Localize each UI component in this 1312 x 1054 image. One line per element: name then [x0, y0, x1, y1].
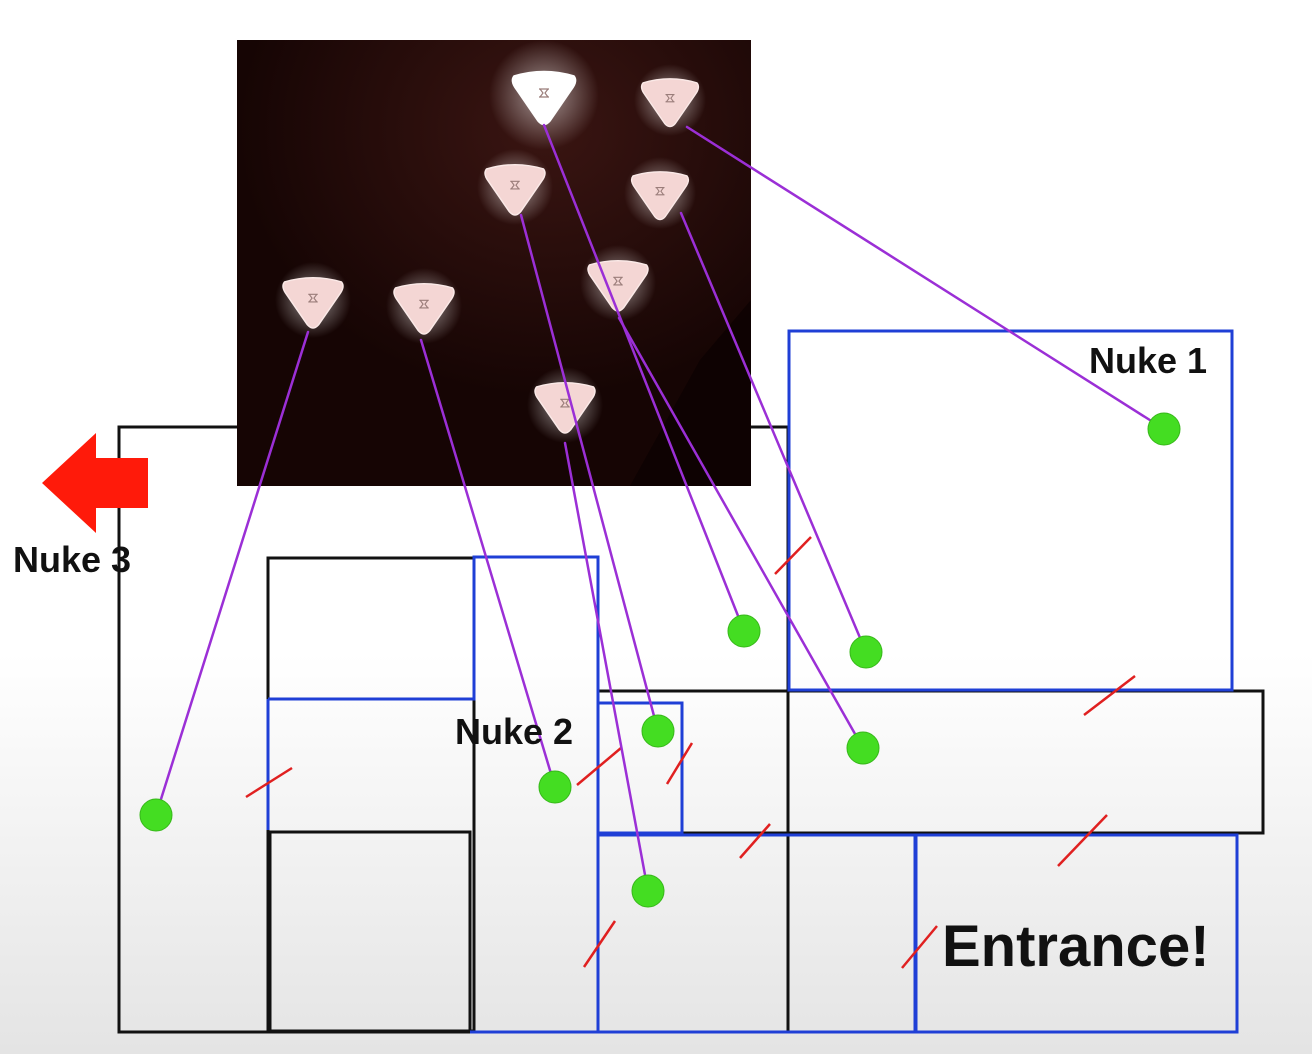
red-arrow-left-icon	[42, 433, 148, 533]
door-slash-icon	[576, 747, 622, 786]
door-slash-icon	[739, 823, 771, 859]
connector-line	[685, 125, 1166, 431]
green-dot-icon	[1147, 412, 1181, 446]
triangle-lamp-icon	[527, 367, 603, 443]
triangle-lamp-icon	[489, 40, 599, 150]
green-dot-icon	[846, 731, 880, 765]
triangle-lamp-icon	[634, 64, 706, 136]
nuke3-label: Nuke 3	[13, 539, 131, 580]
lower-left-room	[268, 830, 472, 1033]
blue-walls	[266, 329, 1239, 1034]
connector-line	[519, 213, 660, 733]
green-dot-icon	[631, 874, 665, 908]
triangle-lamp-icon	[477, 149, 553, 225]
green-dot-icon	[727, 614, 761, 648]
triangle-lamp-icon	[624, 157, 696, 229]
connector-line	[563, 441, 650, 893]
green-dot-icon	[849, 635, 883, 669]
nuke1-label: Nuke 1	[1089, 340, 1207, 381]
door-slash-icon	[1057, 814, 1108, 867]
connector-line	[542, 123, 746, 633]
door-slash-icon	[245, 766, 293, 799]
entrance-room	[914, 833, 1239, 1034]
triangle-lamp-icon	[275, 262, 351, 338]
green-dot-icon	[641, 714, 675, 748]
connectors	[154, 123, 1166, 893]
nuke2-room	[268, 555, 600, 833]
connector-line	[679, 211, 868, 654]
photo-fixture-shadow	[630, 300, 751, 486]
entrance-label: Entrance!	[942, 914, 1210, 979]
door-slash-icon	[901, 925, 938, 969]
doors	[245, 536, 1136, 969]
door-slash-icon	[582, 920, 617, 968]
lamp-photo	[237, 40, 751, 486]
green-dot-icon	[538, 770, 572, 804]
triangle-lamp-icon	[386, 268, 462, 344]
connector-line	[154, 330, 310, 817]
door-slash-icon	[665, 742, 694, 785]
green-dot-icon	[139, 798, 173, 832]
door-slash-icon	[774, 536, 812, 575]
markers	[139, 412, 1181, 908]
connector-line	[419, 338, 557, 789]
nuke2-label: Nuke 2	[455, 711, 573, 752]
connector-line	[617, 316, 865, 750]
door-slash-icon	[1083, 675, 1136, 716]
